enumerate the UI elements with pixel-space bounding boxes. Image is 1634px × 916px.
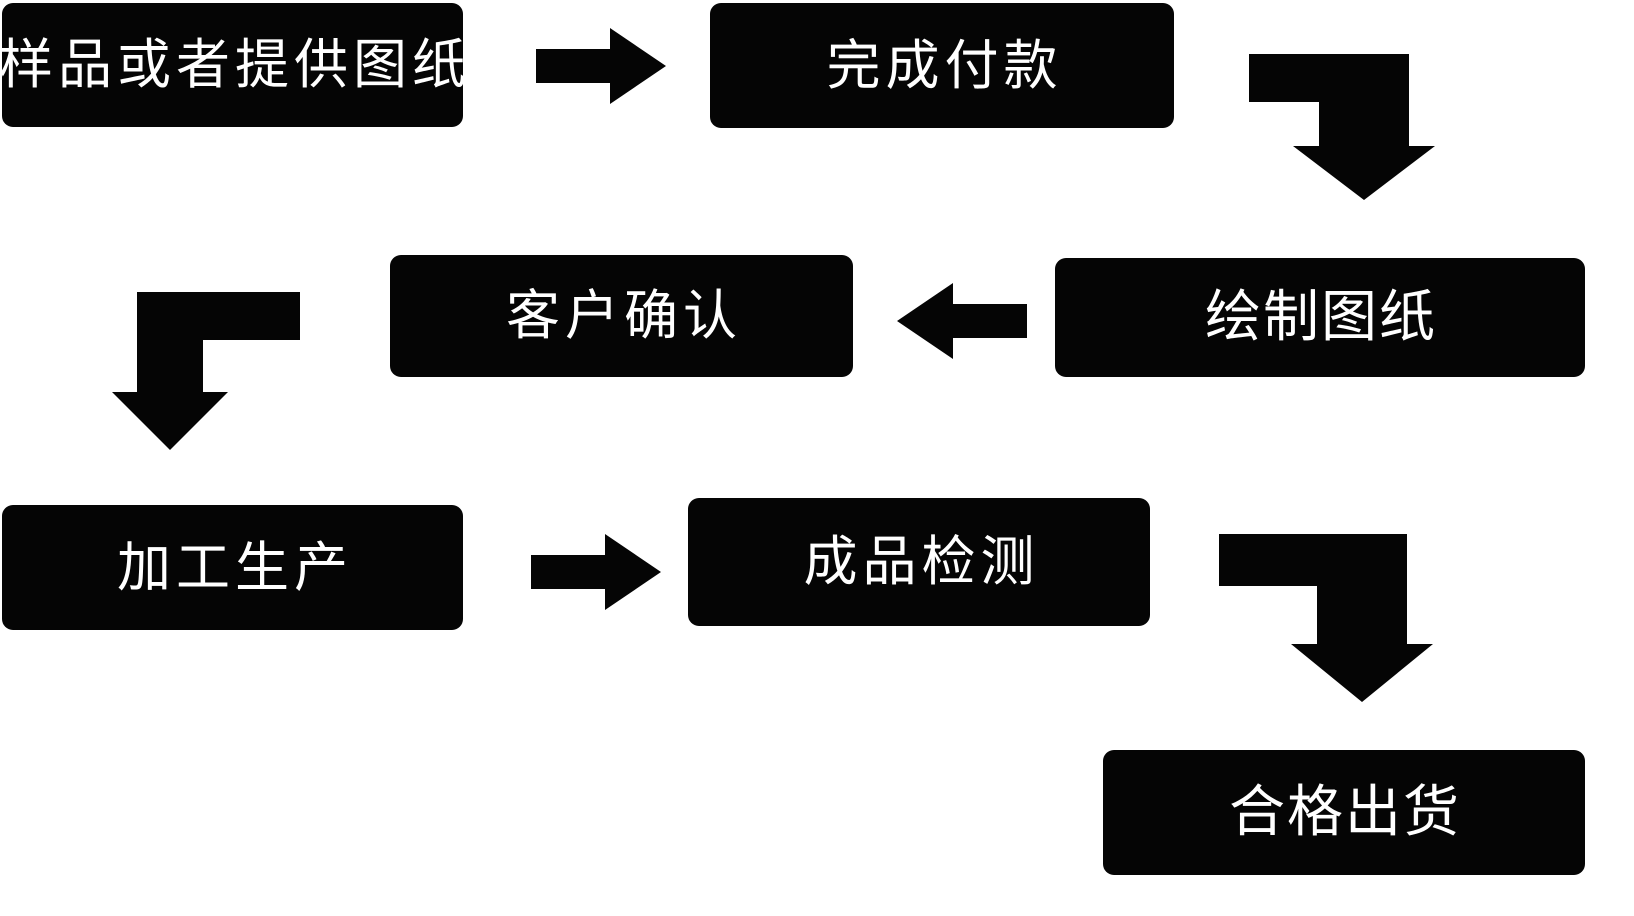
elbow-arrow-right-down-icon	[1219, 534, 1433, 702]
flow-node-label: 绘制图纸	[1205, 284, 1437, 350]
flow-node-production[interactable]: 加工生产	[2, 505, 463, 630]
flow-node-customer-confirm[interactable]: 客户确认	[390, 255, 853, 377]
arrow-right-icon	[531, 534, 661, 610]
flow-node-label: 客户确认	[506, 284, 742, 347]
flow-node-label: 成品检测	[803, 530, 1040, 593]
flow-node-label: 完成付款	[826, 33, 1063, 97]
flow-node-complete-payment[interactable]: 完成付款	[710, 3, 1174, 128]
arrow-right-icon	[536, 28, 666, 104]
flow-node-product-inspection[interactable]: 成品检测	[688, 498, 1150, 626]
elbow-arrow-left-down-icon	[112, 292, 300, 450]
flow-node-sample-or-drawing[interactable]: 样品或者提供图纸	[0, 3, 466, 127]
flow-node-qualified-shipment[interactable]: 合格出货	[1103, 750, 1585, 875]
arrow-left-icon	[897, 283, 1027, 359]
flow-node-draw-drawing[interactable]: 绘制图纸	[1055, 258, 1585, 377]
flow-node-label: 合格出货	[1229, 779, 1461, 845]
flow-node-label: 样品或者提供图纸	[0, 33, 471, 96]
flow-node-label: 加工生产	[117, 535, 353, 599]
elbow-arrow-right-down-icon	[1249, 40, 1435, 200]
